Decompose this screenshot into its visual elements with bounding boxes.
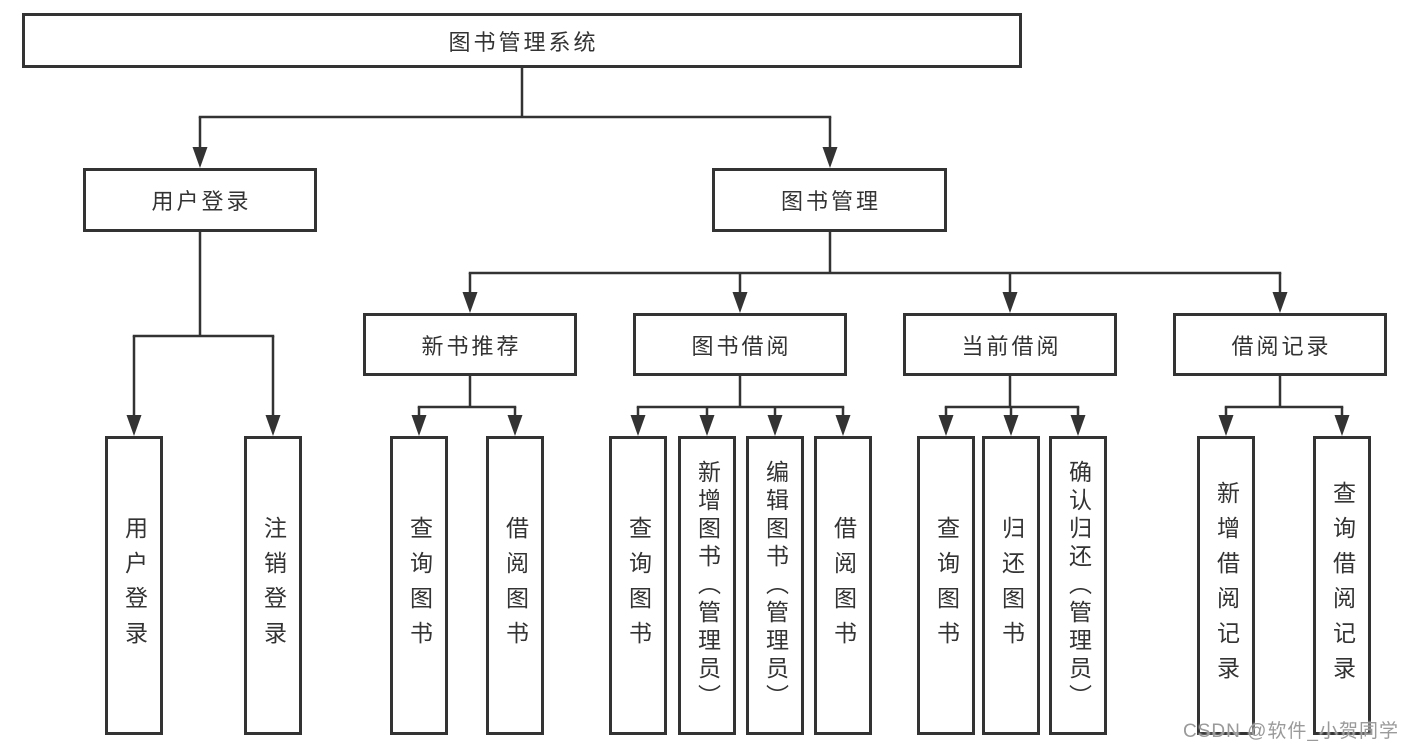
leaf-records-add-borrow-record: 新增借阅记录: [1197, 436, 1255, 735]
leaf-recommend-query-books: 查询图书: [390, 436, 448, 735]
leaf-borrowing-borrow-books: 借阅图书: [814, 436, 872, 735]
leaf-current-return-books: 归还图书: [982, 436, 1040, 735]
leaf-borrowing-query-books: 查询图书: [609, 436, 667, 735]
leaf-records-add-borrow-record-label: 新增借阅记录: [1213, 480, 1240, 691]
leaf-borrowing-add-books-admin-label: 新增图书（管理员）: [694, 459, 721, 712]
node-new-book-recommendation: 新书推荐: [363, 313, 577, 376]
leaf-recommend-borrow-books-label: 借阅图书: [502, 515, 529, 656]
csdn-watermark: CSDN @软件_小贺同学: [1183, 721, 1399, 742]
leaf-user-login: 用户登录: [105, 436, 163, 735]
connector-book-management-children: [462, 232, 1288, 313]
leaf-recommend-query-books-label: 查询图书: [406, 515, 433, 656]
node-user-login-label: 用户登录: [151, 189, 252, 214]
leaf-records-query-borrow-record: 查询借阅记录: [1313, 436, 1371, 735]
leaf-user-login-label: 用户登录: [121, 515, 148, 656]
connector-borrowing-records-children: [1218, 376, 1350, 436]
node-borrowing-records-label: 借阅记录: [1231, 333, 1332, 359]
leaf-logout: 注销登录: [244, 436, 302, 735]
node-current-borrowing: 当前借阅: [903, 313, 1117, 376]
leaf-borrowing-edit-books-admin: 编辑图书（管理员）: [746, 436, 804, 735]
node-user-login: 用户登录: [83, 168, 317, 232]
node-current-borrowing-label: 当前借阅: [961, 333, 1062, 359]
leaf-logout-label: 注销登录: [260, 515, 287, 656]
connector-user-login-children: [126, 232, 281, 436]
leaf-current-confirm-return-admin: 确认归还（管理员）: [1049, 436, 1107, 735]
connector-book-borrowing-children: [630, 376, 851, 436]
node-book-borrowing: 图书借阅: [633, 313, 847, 376]
connector-current-borrowing-children: [938, 376, 1086, 436]
leaf-borrowing-add-books-admin: 新增图书（管理员）: [678, 436, 736, 735]
connector-root-to-level2: [192, 68, 838, 168]
leaf-borrowing-borrow-books-label: 借阅图书: [830, 515, 857, 656]
node-library-management-system-label: 图书管理系统: [448, 29, 599, 55]
node-book-borrowing-label: 图书借阅: [691, 333, 792, 359]
node-library-management-system: 图书管理系统: [22, 13, 1022, 68]
node-new-book-recommendation-label: 新书推荐: [421, 333, 522, 359]
leaf-borrowing-edit-books-admin-label: 编辑图书（管理员）: [762, 459, 789, 712]
leaf-current-query-books: 查询图书: [917, 436, 975, 735]
leaf-current-confirm-return-admin-label: 确认归还（管理员）: [1065, 459, 1092, 712]
connector-new-book-recommendation-children: [411, 376, 523, 436]
leaf-borrowing-query-books-label: 查询图书: [625, 515, 652, 656]
leaf-current-return-books-label: 归还图书: [998, 515, 1025, 656]
node-borrowing-records: 借阅记录: [1173, 313, 1387, 376]
node-book-management-label: 图书管理: [780, 189, 881, 214]
leaf-records-query-borrow-record-label: 查询借阅记录: [1329, 480, 1356, 691]
node-book-management: 图书管理: [712, 168, 947, 232]
leaf-current-query-books-label: 查询图书: [933, 515, 960, 656]
leaf-recommend-borrow-books: 借阅图书: [486, 436, 544, 735]
